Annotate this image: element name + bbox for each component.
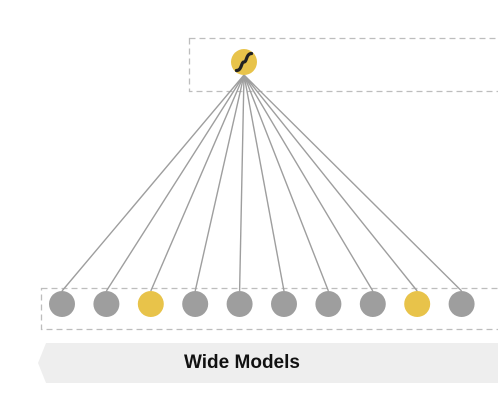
edge-3	[150, 74, 245, 292]
input-node-10	[448, 291, 475, 317]
input-node-8	[359, 291, 386, 317]
input-node-4	[182, 291, 209, 317]
input-node-3	[137, 291, 164, 317]
edge-6	[243, 74, 285, 292]
edge-10	[243, 74, 463, 292]
edge-4	[194, 74, 245, 292]
input-units	[49, 291, 475, 317]
input-node-7	[315, 291, 342, 317]
input-node-5	[226, 291, 253, 317]
input-node-9	[404, 291, 431, 317]
input-node-6	[271, 291, 297, 317]
output-layer-box	[188, 37, 498, 93]
input-layer-box	[40, 287, 498, 331]
edge-7	[243, 74, 330, 292]
edge-5	[238, 74, 245, 292]
connection-edges	[61, 74, 463, 292]
sigmoid-icon	[234, 51, 254, 73]
input-node-1	[49, 291, 75, 317]
title-banner	[38, 343, 498, 383]
title-label: Wide Models	[184, 352, 300, 373]
edge-8	[243, 74, 374, 292]
edge-1	[61, 74, 245, 292]
edge-9	[243, 74, 418, 292]
edge-2	[105, 74, 245, 292]
output-unit	[231, 49, 257, 75]
input-node-2	[93, 291, 120, 317]
